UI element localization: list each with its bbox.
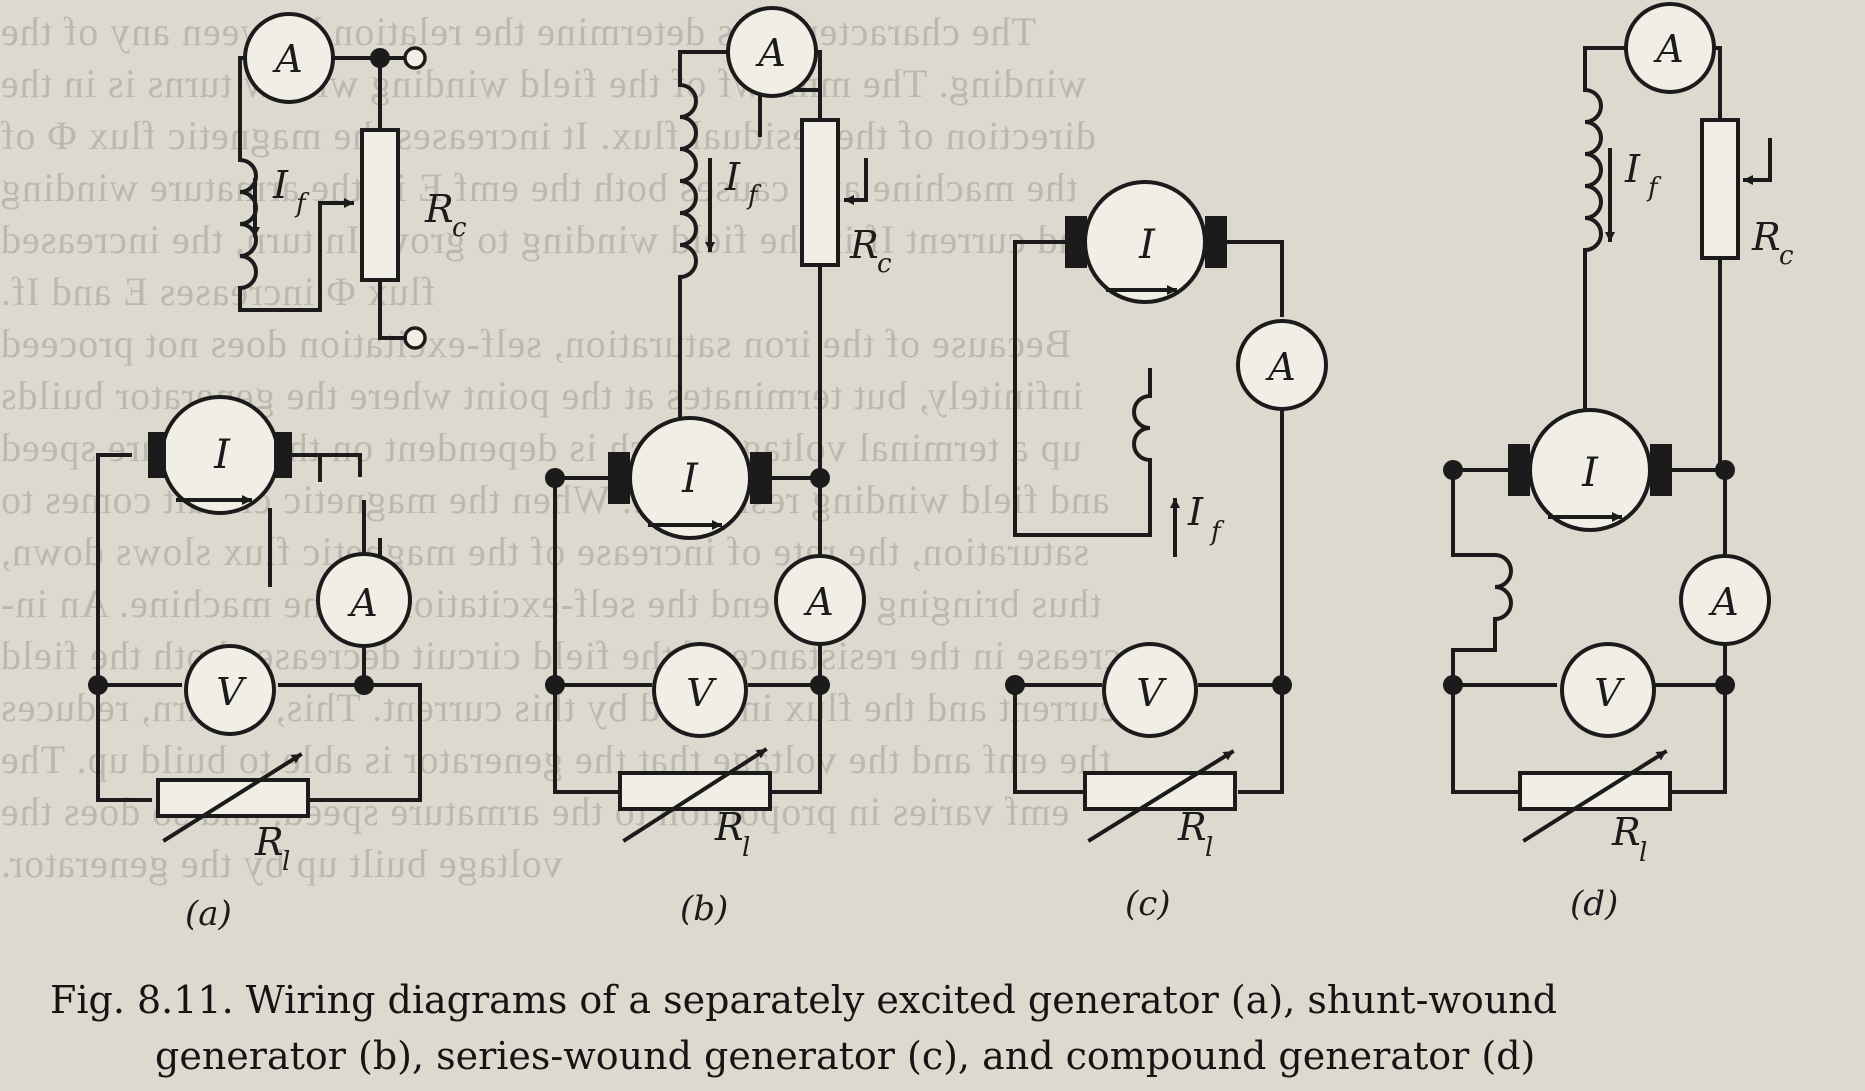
ammeter-top-a-label: A bbox=[272, 37, 302, 81]
ammeter-d bbox=[1679, 554, 1771, 646]
diagram-b-label: (b) bbox=[680, 889, 728, 929]
brush-right-a bbox=[274, 432, 292, 478]
armature-b-label: I bbox=[681, 456, 699, 502]
ammeter-top-b-label: A bbox=[755, 31, 785, 75]
voltmeter-b bbox=[652, 642, 748, 738]
brush-right-c bbox=[1205, 216, 1227, 268]
svg-text:l: l bbox=[282, 847, 290, 877]
wiring-diagrams: A I f R c I A V R l (a) bbox=[88, 2, 1794, 934]
load-rheostat-d bbox=[1518, 771, 1672, 811]
load-d-label: R bbox=[1611, 810, 1641, 854]
load-b-label: R bbox=[714, 805, 744, 849]
figure-caption: Fig. 8.11. Wiring diagrams of a separate… bbox=[50, 972, 1830, 1084]
ammeter-b-label: A bbox=[803, 580, 833, 624]
brush-right-b bbox=[750, 452, 772, 504]
svg-text:l: l bbox=[1205, 833, 1213, 863]
armature-c-label: I bbox=[1138, 222, 1156, 268]
ammeter-a-label: A bbox=[347, 581, 377, 625]
voltmeter-d-label: V bbox=[1594, 671, 1625, 715]
ammeter-top-b bbox=[726, 6, 818, 98]
terminal-bottom-a bbox=[403, 326, 427, 350]
load-c-label: R bbox=[1177, 805, 1207, 849]
brush-left-a bbox=[148, 432, 166, 478]
svg-text:f: f bbox=[1646, 173, 1662, 203]
voltmeter-a bbox=[184, 644, 276, 736]
field-rheostat-a bbox=[360, 128, 400, 282]
diagram-b: A I f R c I A V R l (b) bbox=[545, 6, 892, 929]
voltmeter-b-label: V bbox=[686, 671, 717, 715]
diagram-d: A I f R c I A V R l (d) bbox=[1443, 2, 1794, 924]
field-current-d-label: I bbox=[1624, 147, 1641, 191]
diagram-c-label: (c) bbox=[1125, 884, 1171, 924]
diagram-a: A I f R c I A V R l (a) bbox=[88, 12, 467, 934]
svg-text:f: f bbox=[294, 189, 310, 219]
load-rheostat-b bbox=[618, 771, 772, 811]
svg-text:l: l bbox=[1639, 838, 1647, 868]
field-rheostat-a-label: R bbox=[424, 187, 454, 231]
armature-d-label: I bbox=[1581, 450, 1599, 496]
caption-line-1: Fig. 8.11. Wiring diagrams of a separate… bbox=[50, 978, 1558, 1022]
svg-text:c: c bbox=[452, 213, 467, 243]
ammeter-top-d bbox=[1624, 2, 1716, 94]
voltmeter-c bbox=[1102, 642, 1198, 738]
ammeter-top-a bbox=[243, 12, 335, 104]
brush-left-d bbox=[1508, 444, 1530, 496]
armature-a-label: I bbox=[213, 432, 231, 478]
diagram-a-label: (a) bbox=[185, 894, 232, 934]
field-rheostat-d bbox=[1700, 118, 1740, 260]
ammeter-d-label: A bbox=[1708, 580, 1738, 624]
svg-text:f: f bbox=[746, 181, 762, 211]
terminal-top-a bbox=[403, 46, 427, 70]
caption-line-2: generator (b), series-wound generator (c… bbox=[155, 1034, 1536, 1078]
voltmeter-a-label: V bbox=[216, 670, 247, 714]
diagram-d-label: (d) bbox=[1570, 884, 1618, 924]
ammeter-b bbox=[774, 554, 866, 646]
brush-right-d bbox=[1650, 444, 1672, 496]
field-current-a-label: I bbox=[272, 163, 289, 207]
voltmeter-d bbox=[1560, 642, 1656, 738]
load-a-label: R bbox=[254, 820, 284, 864]
load-rheostat-c bbox=[1083, 771, 1237, 811]
brush-left-c bbox=[1065, 216, 1087, 268]
field-current-c-label: I bbox=[1187, 490, 1204, 534]
svg-text:f: f bbox=[1209, 517, 1225, 547]
brush-left-b bbox=[608, 452, 630, 504]
field-rheostat-d-label: R bbox=[1751, 215, 1781, 259]
field-current-b-label: I bbox=[724, 155, 741, 199]
ammeter-top-d-label: A bbox=[1653, 27, 1683, 71]
svg-text:l: l bbox=[742, 833, 750, 863]
svg-text:c: c bbox=[877, 249, 892, 279]
ammeter-c bbox=[1236, 319, 1328, 411]
ammeter-c-label: A bbox=[1265, 345, 1295, 389]
svg-text:c: c bbox=[1779, 241, 1794, 271]
field-rheostat-b-label: R bbox=[849, 223, 879, 267]
diagram-c: I A I f V R l (c) bbox=[1005, 180, 1328, 924]
voltmeter-c-label: V bbox=[1136, 671, 1167, 715]
field-rheostat-b bbox=[800, 118, 840, 267]
